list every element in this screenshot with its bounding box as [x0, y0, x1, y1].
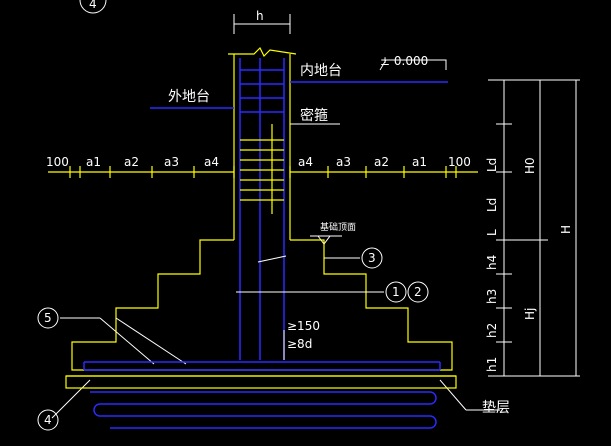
column-outline: [228, 46, 297, 240]
left-dims: 100 a1 a2 a3 a4: [46, 155, 219, 169]
left-dim-100: 100: [46, 155, 69, 169]
svg-text:1: 1: [392, 285, 400, 299]
marker-2: 2: [407, 281, 429, 303]
base-top-label: 基础顶面: [320, 221, 356, 233]
stirrup-label: 密箍: [300, 107, 328, 124]
marker-4: 4: [37, 409, 59, 431]
left-dim-a1: a1: [86, 155, 101, 169]
right-dim-a1: a1: [412, 155, 427, 169]
svg-text:h2: h2: [485, 323, 499, 338]
cushion-layer: 垫层: [65, 375, 510, 416]
svg-text:Hj: Hj: [523, 308, 537, 320]
coil-rebars: [90, 391, 437, 429]
inner-ground-label: 内地台: [300, 63, 342, 79]
svg-text:4: 4: [44, 413, 52, 427]
svg-text:H0: H0: [523, 157, 537, 174]
dense-stirrups: [240, 124, 284, 214]
spacing-labels: ≥150 ≥8d: [283, 319, 320, 360]
svg-text:3: 3: [368, 251, 376, 265]
base-top-marker: 基础顶面: [310, 221, 356, 245]
marker-1: 1: [385, 281, 407, 303]
svg-text:Ld: Ld: [485, 158, 499, 172]
right-dim-100: 100: [448, 155, 471, 169]
base-mesh: [83, 361, 441, 371]
right-dim-a4: a4: [298, 155, 313, 169]
spacing-8d: ≥8d: [287, 337, 312, 351]
cushion-label: 垫层: [482, 400, 510, 416]
svg-text:h3: h3: [485, 289, 499, 304]
spacing-150: ≥150: [287, 319, 320, 333]
svg-text:L: L: [485, 229, 499, 236]
h-label: h: [256, 9, 264, 23]
svg-text:H: H: [559, 225, 573, 234]
column-rebars: [239, 58, 285, 360]
stepped-foundation: [71, 239, 453, 371]
left-dim-a4: a4: [204, 155, 219, 169]
marker-3: 3: [361, 247, 383, 269]
right-dim-a2: a2: [374, 155, 389, 169]
left-dim-a2: a2: [124, 155, 139, 169]
left-dim-a3: a3: [164, 155, 179, 169]
marker-4-top-label: 4: [89, 0, 97, 11]
stirrup-leader: 密箍: [290, 107, 340, 125]
svg-text:5: 5: [44, 311, 52, 325]
elevation-label: ± 0.000: [380, 54, 428, 68]
horizontal-dim-row: [48, 166, 478, 178]
right-inner-dim-labels: Ld Ld L h4 h3 h2 h1: [485, 158, 499, 372]
leaders: [51, 255, 500, 419]
right-vertical-dims: [488, 79, 580, 377]
svg-text:2: 2: [414, 285, 422, 299]
marker-5: 5: [37, 307, 59, 329]
right-dims: a4 a3 a2 a1 100: [298, 155, 471, 169]
svg-text:h4: h4: [485, 255, 499, 270]
marker-4-top: 4: [79, 0, 107, 14]
column-width-dim: h: [233, 9, 291, 34]
svg-text:Ld: Ld: [485, 198, 499, 212]
right-dim-a3: a3: [336, 155, 351, 169]
right-outer-dim-labels: H0 H Hj: [523, 157, 573, 320]
ground-lines: [150, 59, 448, 109]
outer-ground-label: 外地台: [168, 89, 210, 105]
svg-text:h1: h1: [485, 357, 499, 372]
